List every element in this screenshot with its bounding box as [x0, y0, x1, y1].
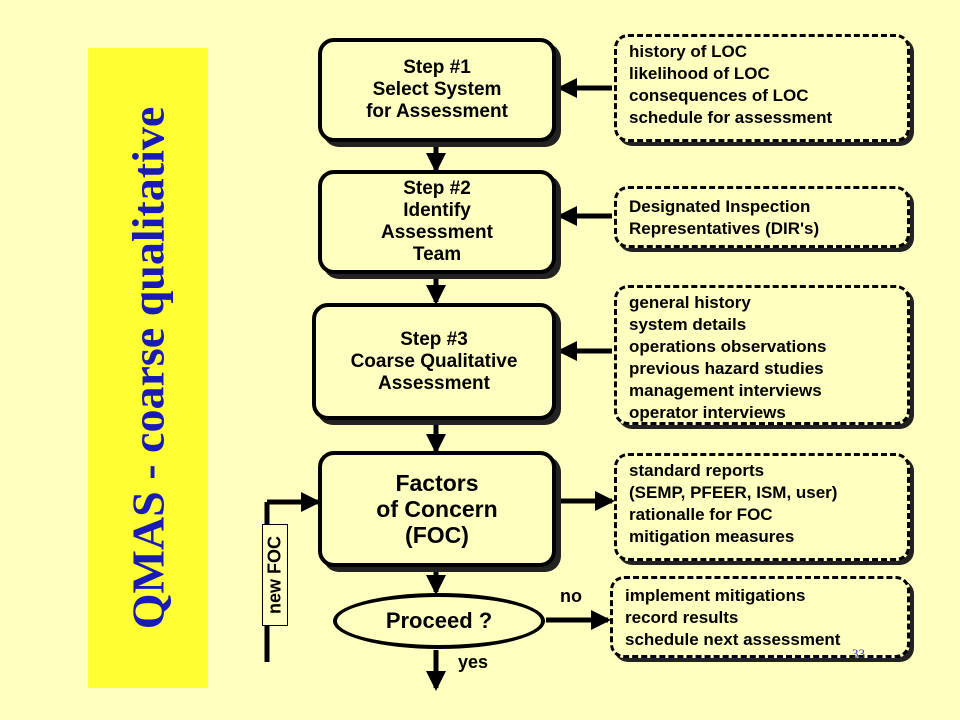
output-box-foc: standard reports (SEMP, PFEER, ISM, user… [614, 453, 910, 561]
output-item: (SEMP, PFEER, ISM, user) [629, 483, 838, 502]
input-item: general history [629, 293, 751, 312]
new-foc-label-box [262, 524, 288, 626]
step-2-label: Step #2 Identify Assessment Team [381, 178, 493, 265]
output-item: record results [625, 608, 739, 627]
input-item: Representatives (DIR's) [629, 219, 820, 238]
input-box-step-1: history of LOC likelihood of LOC consequ… [614, 34, 910, 142]
output-item: implement mitigations [625, 586, 806, 605]
output-item: rationalle for FOC [629, 505, 773, 524]
input-item: system details [629, 315, 747, 334]
output-box-no: implement mitigations record results sch… [610, 576, 910, 658]
foc-box: Factors of Concern (FOC) [318, 451, 556, 567]
step-3-box: Step #3 Coarse Qualitative Assessment [312, 303, 556, 420]
input-item: operations observations [629, 337, 827, 356]
output-item: standard reports [629, 461, 765, 480]
foc-label: Factors of Concern (FOC) [376, 470, 498, 548]
page-number: 33 [852, 646, 865, 661]
yes-label: yes [458, 652, 489, 672]
step-1-box: Step #1 Select System for Assessment [318, 38, 556, 142]
step-3-label: Step #3 Coarse Qualitative Assessment [350, 328, 518, 394]
new-foc-label: new FOC [264, 535, 285, 615]
input-item: Designated Inspection [629, 197, 811, 216]
input-box-step-3: general history system details operation… [614, 285, 910, 425]
input-item: likelihood of LOC [629, 64, 770, 83]
output-item: schedule next assessment [625, 630, 841, 649]
step-2-box: Step #2 Identify Assessment Team [318, 170, 556, 274]
input-item: schedule for assessment [629, 108, 833, 127]
decision-label: Proceed ? [385, 608, 493, 633]
input-item: previous hazard studies [629, 359, 824, 378]
input-item: management interviews [629, 381, 822, 400]
input-box-step-2: Designated Inspection Representatives (D… [614, 186, 910, 248]
input-item: operator interviews [629, 403, 786, 422]
output-item: mitigation measures [629, 527, 795, 546]
input-item: history of LOC [629, 42, 748, 61]
step-1-label: Step #1 Select System for Assessment [366, 57, 508, 122]
title-bar [88, 48, 208, 688]
proceed-decision: Proceed ? [333, 593, 545, 649]
input-item: consequences of LOC [629, 86, 809, 105]
no-label: no [560, 586, 582, 606]
